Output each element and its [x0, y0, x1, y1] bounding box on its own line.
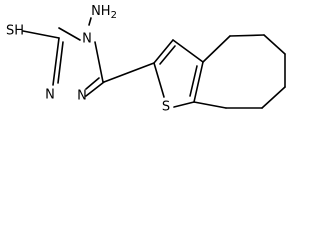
bond-s-c2 — [153, 62, 165, 98]
bond-c2-c3 — [153, 39, 174, 64]
bond-c4-c5 — [229, 34, 265, 37]
cycloheptane-ring — [193, 34, 286, 109]
bond-c8a-s — [173, 101, 195, 108]
substituent-bonds — [22, 17, 155, 83]
bond-n2-c3-double — [57, 41, 64, 84]
atom-labels: NH2 SH N N N S — [6, 4, 170, 115]
bond-c3-c3a — [172, 39, 204, 63]
bond-n4-amino — [88, 17, 92, 26]
thiol-label: SH — [6, 24, 24, 39]
bond-c3a-c8a — [193, 61, 204, 103]
triazole-n4-label: N — [82, 32, 92, 47]
bond-c5-n1-double — [85, 77, 100, 90]
bond-n4-c5 — [94, 41, 104, 83]
bond-n2-c3 — [52, 37, 60, 86]
bond-c7-c8 — [261, 86, 286, 109]
bond-c3a-c8a-double — [189, 65, 198, 97]
triazole-n1-label: N — [45, 88, 55, 103]
bond-c5-c6 — [263, 34, 286, 55]
triazole-ring — [52, 27, 105, 97]
bond-c5-n1 — [85, 81, 105, 97]
thiophene-sulfur-label: S — [162, 100, 170, 115]
triazole-n2-label: N — [77, 89, 87, 104]
bond-c3-n4 — [58, 27, 81, 41]
thiophene-ring — [153, 39, 204, 108]
amino-label: NH2 — [91, 4, 117, 22]
bond-c9-c8a — [193, 101, 227, 109]
bond-c3a-c4 — [202, 35, 231, 63]
bond-c2-c3-double — [159, 45, 176, 65]
molecule-diagram: NH2 SH N N N S — [6, 4, 286, 115]
bond-c3-thiol — [22, 30, 60, 39]
bond-c5-thiophene — [103, 62, 155, 83]
